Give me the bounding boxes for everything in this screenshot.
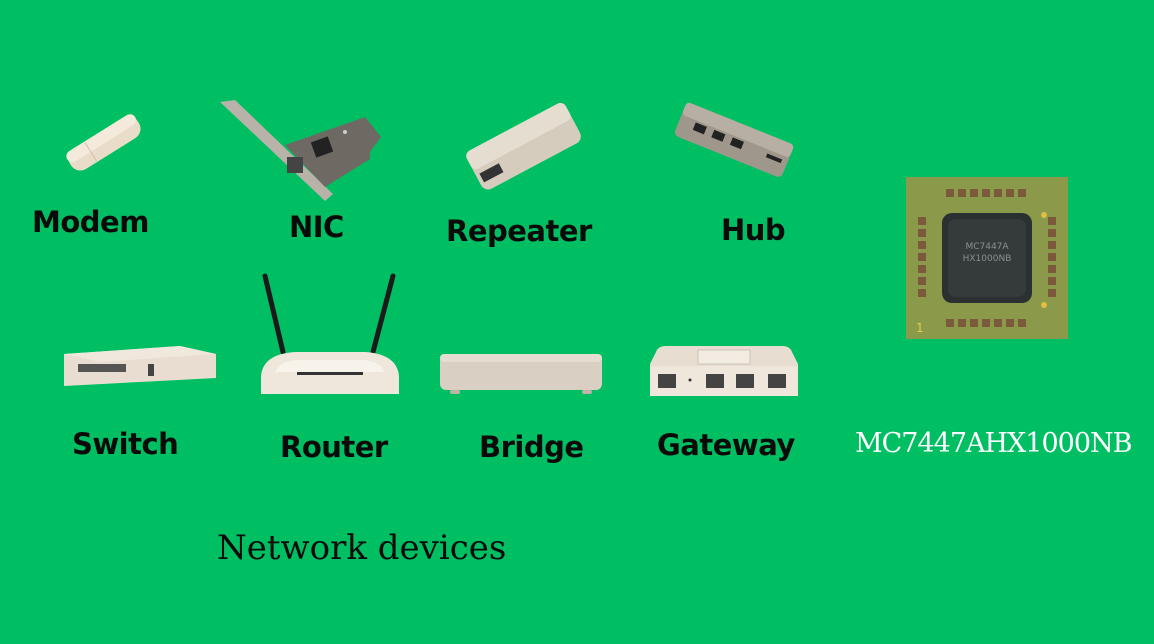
- device-label-router: Router: [280, 430, 388, 464]
- page-title: Network devices: [217, 528, 507, 568]
- repeater-icon: [466, 102, 581, 190]
- chip-part-number: MC7447AHX1000NB: [855, 428, 1132, 459]
- network-switch-icon: [64, 346, 216, 386]
- usb-modem-icon: [66, 114, 141, 171]
- device-label-gateway: Gateway: [657, 428, 795, 462]
- gateway-icon: [650, 346, 798, 396]
- bridge-icon: [440, 354, 602, 394]
- chip-marking-line1: MC7447A: [965, 242, 1009, 252]
- chip-pin-marker: 1: [916, 321, 924, 335]
- device-label-modem: Modem: [32, 205, 149, 239]
- device-label-nic: NIC: [289, 210, 344, 244]
- device-label-bridge: Bridge: [479, 430, 584, 464]
- network-card-icon: [220, 100, 381, 201]
- processor-chip-icon: MC7447A HX1000NB 1: [906, 177, 1068, 339]
- device-label-switch: Switch: [72, 427, 179, 461]
- wifi-router-icon: [261, 273, 399, 394]
- chip-marking-line2: HX1000NB: [963, 254, 1012, 264]
- usb-hub-icon: [674, 102, 794, 177]
- device-label-hub: Hub: [721, 213, 786, 247]
- device-label-repeater: Repeater: [446, 214, 592, 248]
